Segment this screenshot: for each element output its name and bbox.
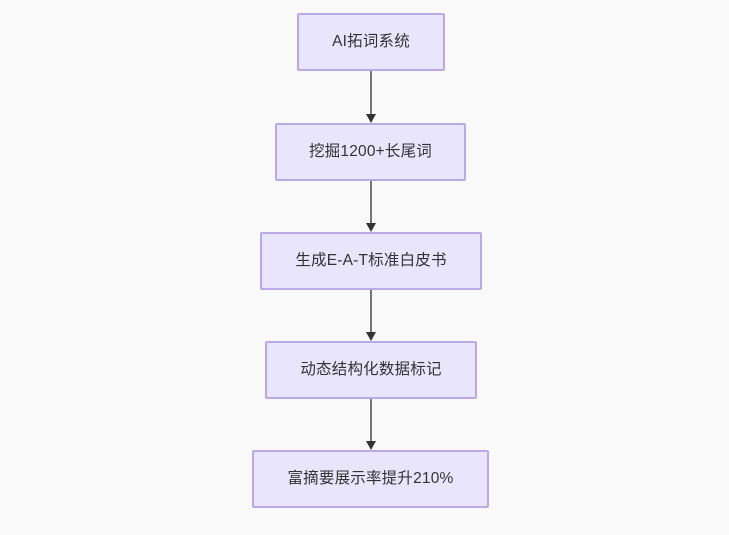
arrowhead-n3-n4 (366, 332, 376, 341)
flowchart-node-dynamic-structured-data-markup[interactable]: 动态结构化数据标记 (265, 341, 477, 399)
edge-n4-n5 (370, 399, 372, 441)
flowchart-node-generate-eat-whitepaper[interactable]: 生成E-A-T标准白皮书 (260, 232, 482, 290)
arrowhead-n1-n2 (366, 114, 376, 123)
arrowhead-n2-n3 (366, 223, 376, 232)
node-label: 生成E-A-T标准白皮书 (295, 251, 447, 269)
edge-n1-n2 (370, 71, 372, 114)
node-label: AI拓词系统 (332, 32, 410, 50)
node-label: 富摘要展示率提升210% (287, 469, 454, 487)
edge-n3-n4 (370, 290, 372, 332)
arrowhead-n4-n5 (366, 441, 376, 450)
flowchart-node-rich-snippet-impression-uplift[interactable]: 富摘要展示率提升210% (252, 450, 489, 508)
node-label: 动态结构化数据标记 (300, 360, 442, 378)
flowchart-node-mine-longtail-keywords[interactable]: 挖掘1200+长尾词 (275, 123, 466, 181)
node-label: 挖掘1200+长尾词 (308, 142, 433, 160)
edge-n2-n3 (370, 181, 372, 223)
flowchart-node-ai-keyword-system[interactable]: AI拓词系统 (297, 13, 445, 71)
